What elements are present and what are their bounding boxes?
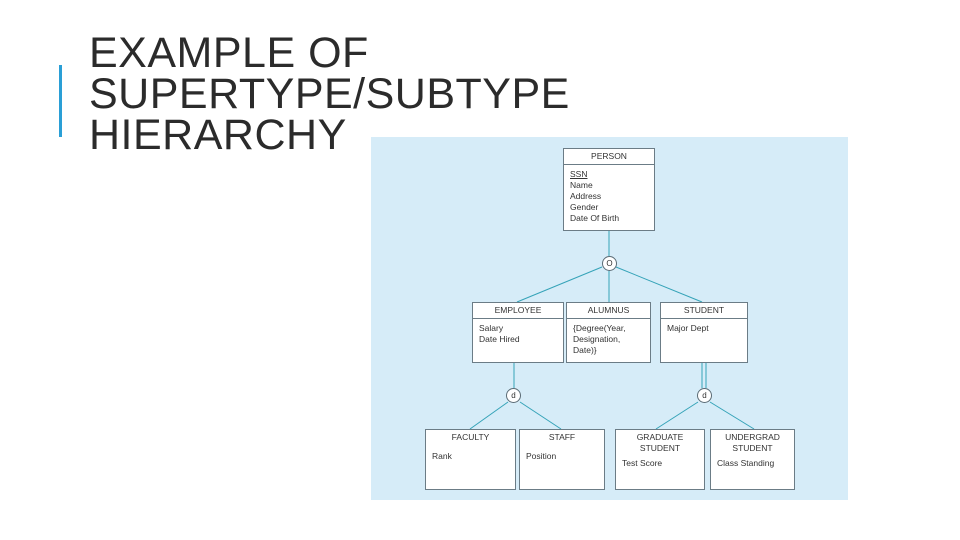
- title-line-3: HIERARCHY: [89, 111, 347, 159]
- attr-date-of-birth: Date Of Birth: [570, 213, 620, 223]
- entity-alumnus: ALUMNUS {Degree(Year, Designation, Date)…: [566, 302, 651, 363]
- entity-alumnus-attributes: {Degree(Year, Designation, Date)}: [567, 319, 650, 356]
- connector-d-faculty: [469, 401, 509, 430]
- attr-class-standing: Class Standing: [717, 458, 775, 468]
- diagram-connectors: [469, 230, 755, 430]
- entity-staff: STAFF Position: [519, 429, 605, 490]
- entity-employee-attributes: Salary Date Hired: [473, 319, 563, 345]
- entity-alumnus-name: ALUMNUS: [567, 303, 650, 319]
- attr-date: Date)}: [573, 345, 597, 355]
- entity-employee-name: EMPLOYEE: [473, 303, 563, 319]
- entity-faculty-name: FACULTY: [451, 432, 490, 442]
- entity-graduate-student: GRADUATE STUDENT Test Score: [615, 429, 705, 490]
- connector-overlap-student: [615, 266, 703, 303]
- title-line-1: EXAMPLE OF: [89, 29, 369, 77]
- attr-degree: {Degree(Year,: [573, 323, 626, 333]
- slide-title: EXAMPLE OF SUPERTYPE/SUBTYPE HIERARCHY: [89, 29, 570, 159]
- er-diagram: PERSON SSN Name Address Gender Date Of B…: [371, 137, 848, 500]
- entity-undergrad-student-name: UNDERGRAD STUDENT: [711, 430, 794, 458]
- entity-faculty: FACULTY Rank: [425, 429, 516, 490]
- disjoint-symbol-employee: d: [506, 388, 521, 403]
- disjoint-symbol-student: d: [697, 388, 712, 403]
- attr-name: Name: [570, 180, 593, 190]
- attr-position: Position: [526, 451, 557, 461]
- graduate-name-line-1: GRADUATE: [636, 432, 684, 442]
- title-line-2: SUPERTYPE/SUBTYPE: [89, 70, 570, 118]
- entity-person: PERSON SSN Name Address Gender Date Of B…: [563, 148, 655, 231]
- graduate-name-line-2: STUDENT: [639, 443, 681, 453]
- connector-overlap-employee: [516, 266, 603, 303]
- attr-major-dept: Major Dept: [667, 323, 709, 333]
- attr-gender: Gender: [570, 202, 599, 212]
- connector-d-undergrad: [709, 401, 755, 430]
- entity-person-name: PERSON: [564, 149, 654, 165]
- entity-undergrad-student: UNDERGRAD STUDENT Class Standing: [710, 429, 795, 490]
- attr-ssn: SSN: [570, 169, 588, 179]
- attr-test-score: Test Score: [622, 458, 663, 468]
- entity-faculty-attributes: Rank: [426, 445, 515, 462]
- entity-staff-attributes: Position: [520, 445, 604, 462]
- connector-d-staff: [519, 401, 562, 430]
- entity-graduate-student-attributes: Test Score: [616, 458, 704, 469]
- undergrad-name-line-1: UNDERGRAD: [725, 432, 780, 442]
- entity-graduate-student-name: GRADUATE STUDENT: [616, 430, 704, 458]
- attr-rank: Rank: [432, 451, 452, 461]
- attr-designation: Designation,: [573, 334, 621, 344]
- entity-staff-name: STAFF: [548, 432, 576, 442]
- undergrad-name-line-2: STUDENT: [732, 443, 773, 453]
- entity-student-attributes: Major Dept: [661, 319, 747, 334]
- entity-employee: EMPLOYEE Salary Date Hired: [472, 302, 564, 363]
- attr-salary: Salary: [479, 323, 504, 333]
- title-accent-bar: [59, 65, 62, 137]
- entity-student-name: STUDENT: [661, 303, 747, 319]
- connector-d-graduate: [655, 401, 699, 430]
- overlap-symbol: O: [602, 256, 617, 271]
- attr-date-hired: Date Hired: [479, 334, 520, 344]
- entity-person-attributes: SSN Name Address Gender Date Of Birth: [564, 165, 654, 224]
- entity-undergrad-student-attributes: Class Standing: [711, 458, 794, 469]
- entity-student: STUDENT Major Dept: [660, 302, 748, 363]
- attr-address: Address: [570, 191, 602, 201]
